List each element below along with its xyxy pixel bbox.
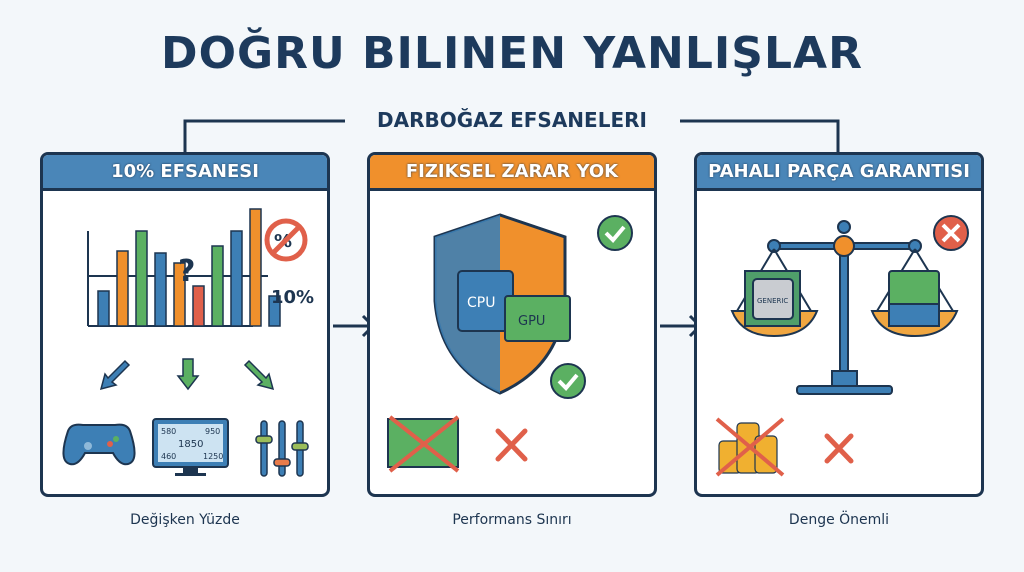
- bracket-connector: [183, 119, 840, 152]
- panel-expensive-part-guarantee: PAHALI PARÇA GARANTISI GENERIC: [694, 152, 984, 497]
- gamepad-icon: [62, 423, 136, 466]
- x-mark-icon: [495, 428, 528, 462]
- subtitle: DARBOĞAZ EFSANELERI: [377, 108, 647, 132]
- balance-scale-icon: [730, 220, 959, 395]
- panel-header: 10% EFSANESI: [43, 155, 327, 191]
- sliders-icon: [255, 420, 309, 477]
- crossed-circuit-board-icon: [387, 415, 460, 473]
- bar: [230, 230, 243, 327]
- bar: [173, 262, 186, 327]
- arrow-down-icon: [176, 358, 200, 391]
- bar: [211, 245, 224, 327]
- x-mark-icon: [824, 433, 854, 464]
- svg-text:CPU: CPU: [467, 295, 495, 311]
- caption-variable-percent: Değişken Yüzde: [130, 512, 240, 528]
- bar: [135, 230, 148, 327]
- panel-no-physical-damage: FIZIKSEL ZARAR YOK CPU GPU: [367, 152, 657, 497]
- bar: [268, 295, 281, 327]
- generic-chip-label: GENERIC: [757, 297, 788, 305]
- svg-text:1850: 1850: [178, 439, 203, 450]
- page-title: DOĞRU BILINEN YANLIŞLAR: [161, 28, 863, 79]
- svg-text:1250: 1250: [203, 452, 223, 461]
- crossed-coins-icon: [715, 417, 785, 477]
- bar-chart-illustration: ? 10% % 580 950 1850 460 1250: [62, 208, 314, 477]
- panel-header: PAHALI PARÇA GARANTISI: [697, 155, 981, 191]
- x-circle-icon: [933, 215, 969, 251]
- panel-header: FIZIKSEL ZARAR YOK: [370, 155, 654, 191]
- svg-text:460: 460: [161, 452, 176, 461]
- svg-text:GPU: GPU: [518, 314, 545, 329]
- balance-scale-illustration: GENERIC: [715, 215, 969, 477]
- arrow-down-right-icon: [243, 359, 275, 391]
- check-icon: [550, 363, 586, 399]
- bar: [97, 290, 110, 327]
- arrow-down-left-icon: [99, 359, 131, 391]
- panel-10-percent-myth: 10% EFSANESI ? 10% % 580 950 1850 460 12…: [40, 152, 330, 497]
- caption-balance-matters: Denge Önemli: [788, 512, 890, 528]
- caption-performance-limit: Performans Sınırı: [452, 512, 572, 528]
- bar: [116, 250, 129, 327]
- question-mark-icon: ?: [178, 254, 195, 289]
- check-icon: [597, 215, 633, 251]
- bar: [249, 208, 262, 327]
- svg-text:950: 950: [205, 427, 220, 436]
- bar: [192, 285, 205, 327]
- no-percent-icon: %: [264, 218, 308, 262]
- gpu-card-icon: GPU: [504, 295, 571, 342]
- svg-text:580: 580: [161, 427, 176, 436]
- monitor-icon: 580 950 1850 460 1250: [152, 418, 229, 476]
- bar: [154, 252, 167, 327]
- threshold-label: 10%: [271, 287, 314, 308]
- shield-illustration: CPU GPU: [387, 213, 633, 473]
